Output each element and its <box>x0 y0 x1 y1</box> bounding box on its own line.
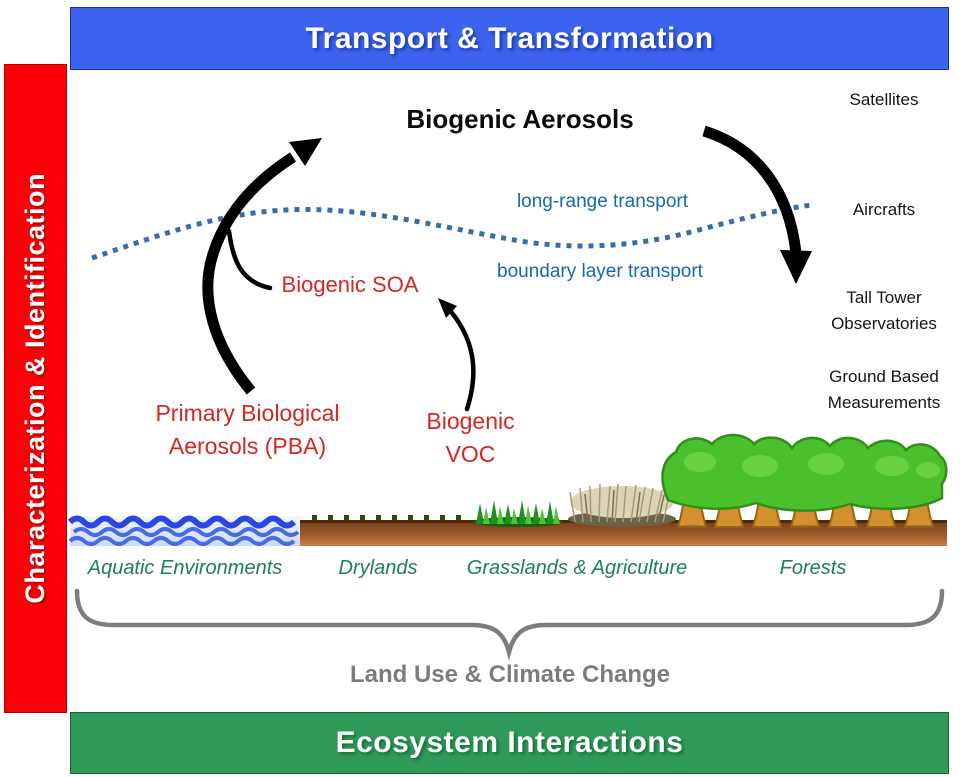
voc-to-soa-arrow-icon <box>438 298 476 412</box>
measurement-line: Measurements <box>827 393 941 412</box>
soa-branch-line-icon <box>226 228 273 291</box>
biogenic-voc-label: Biogenic VOC <box>418 405 523 471</box>
ecosystem-forests: Forests <box>779 557 847 579</box>
voc-line-2: VOC <box>445 441 496 467</box>
pba-line-2: Aerosols (PBA) <box>168 433 327 459</box>
measurement-line: Aircrafts <box>852 200 916 219</box>
measurement-ground-based: Ground Based Measurements <box>818 364 950 416</box>
ecosystem-aquatic-environments: Aquatic Environments <box>87 557 283 579</box>
measurement-aircrafts: Aircrafts <box>818 197 950 223</box>
long-range-dotted-line-icon <box>91 202 813 261</box>
banner-bottom-label: Ecosystem Interactions <box>335 726 684 759</box>
measurement-satellites: Satellites <box>818 87 950 113</box>
grass-icon <box>473 500 563 527</box>
voc-line-1: Biogenic <box>426 408 515 434</box>
shrubs-icon <box>568 483 676 527</box>
diagram-title: Biogenic Aerosols <box>406 104 634 134</box>
characterization-identification-banner: Characterization & Identification <box>4 64 67 713</box>
measurement-line: Observatories <box>831 314 937 333</box>
primary-biological-aerosols-label: Primary Biological Aerosols (PBA) <box>140 397 355 463</box>
biogenic-soa-label: Biogenic SOA <box>281 272 419 297</box>
measurement-line: Ground Based <box>829 367 939 386</box>
transport-transformation-banner: Transport & Transformation <box>70 7 949 70</box>
ecosystem-interactions-banner: Ecosystem Interactions <box>70 712 949 774</box>
ecosystem-grasslands-agriculture: Grasslands & Agriculture <box>466 557 688 579</box>
pba-line-1: Primary Biological <box>155 400 340 426</box>
measurement-line: Tall Tower <box>846 288 922 307</box>
land-use-climate-change-label: Land Use & Climate Change <box>349 661 671 688</box>
boundary-layer-transport-label: boundary layer transport <box>497 261 703 282</box>
long-range-transport-label: long-range transport <box>516 191 689 212</box>
landscape <box>67 433 948 546</box>
water-icon <box>67 515 303 546</box>
upward-emission-arrow-icon <box>202 138 322 395</box>
measurement-line: Satellites <box>849 90 919 109</box>
brace-icon <box>74 588 945 661</box>
dryland-dots-icon <box>312 515 461 520</box>
ecosystem-drylands: Drylands <box>338 557 418 579</box>
downward-deposition-arrow-icon <box>702 125 812 284</box>
banner-top-label: Transport & Transformation <box>305 21 714 55</box>
trees-icon <box>661 433 948 532</box>
measurement-tall-tower-observatories: Tall Tower Observatories <box>818 285 950 337</box>
